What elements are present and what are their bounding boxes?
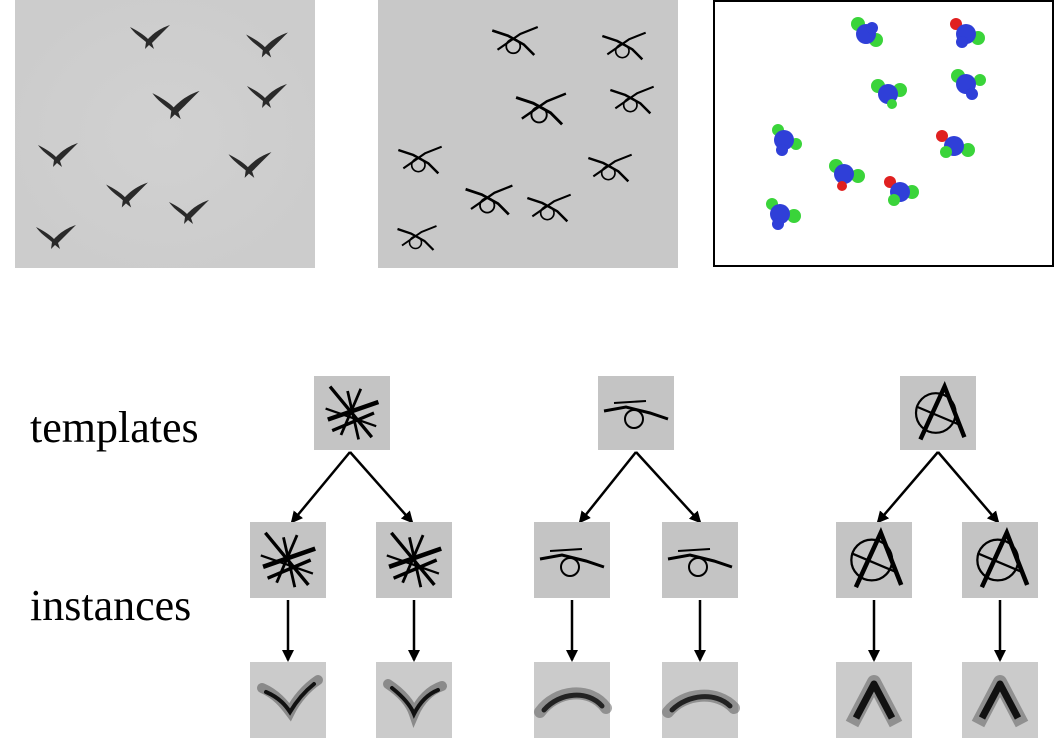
filter-tile <box>662 662 740 738</box>
part-cluster-icon <box>766 198 801 230</box>
filter-arrows <box>282 600 1006 662</box>
instances-label: instances <box>30 581 192 630</box>
photo-panel <box>15 0 315 268</box>
filter-tile <box>962 662 1038 738</box>
template-tile <box>598 376 674 450</box>
cluster-panel <box>713 0 1054 267</box>
filter-tile <box>534 662 612 738</box>
part-cluster-icon <box>950 18 985 48</box>
sketch-panel <box>378 0 678 268</box>
filter-tile <box>836 662 912 738</box>
instance-tile <box>836 522 912 598</box>
part-cluster-icon <box>951 69 986 100</box>
part-cluster-icon <box>884 176 919 206</box>
instance-tile <box>662 522 738 598</box>
filter-tile <box>250 662 326 738</box>
instance-tile <box>376 522 452 598</box>
part-cluster-icon <box>936 130 975 158</box>
instance-tile <box>534 522 610 598</box>
part-cluster-icon <box>772 124 802 156</box>
part-cluster-icon <box>829 159 865 191</box>
instance-tile <box>250 522 326 598</box>
instance-tile <box>962 522 1038 598</box>
part-cluster-icon <box>871 79 907 109</box>
tree-arrows <box>290 451 1000 524</box>
part-cluster-icon <box>851 17 883 47</box>
template-tile <box>900 376 976 450</box>
template-tile <box>314 376 390 450</box>
filter-tile <box>376 662 452 738</box>
templates-label: templates <box>30 403 199 452</box>
